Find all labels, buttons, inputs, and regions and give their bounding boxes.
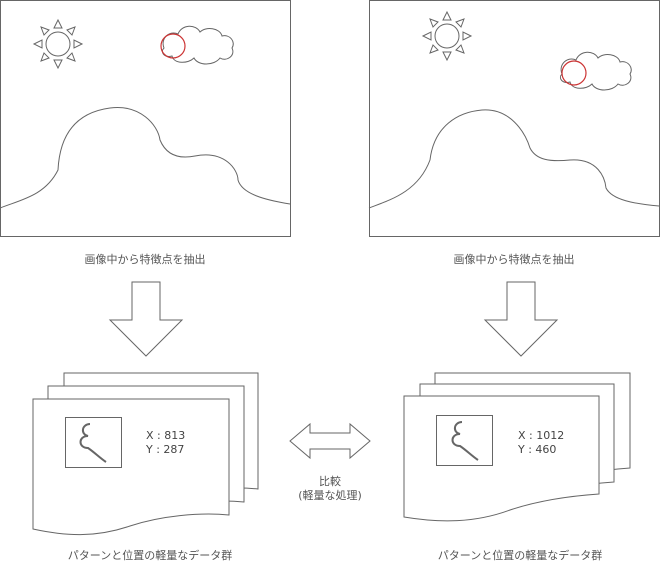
right-image-panel [368,0,660,237]
right-image-frame [369,0,660,237]
right-coord-x: X : 1012 [518,429,565,442]
left-coord-y: Y : 287 [146,443,185,456]
right-data-caption: パターンと位置の軽量なデータ群 [437,549,603,562]
data-sheet [403,395,600,522]
compare-sublabel: (軽量な処理) [298,489,362,502]
arrow-down-icon [109,281,183,357]
hill-outline [368,109,660,209]
compare-arrow-icon [289,422,371,460]
feature-pattern-box [65,417,122,468]
feature-point-highlight [561,60,587,86]
left-image-frame [0,0,291,237]
left-image-panel [0,0,291,237]
arrow-down-icon [484,281,558,357]
left-data-stack [32,372,259,536]
left-coord-x: X : 813 [146,429,186,442]
right-data-stack [403,372,631,522]
data-sheet [32,398,230,536]
feature-point-highlight [160,33,186,59]
compare-label: 比較 [319,475,341,488]
left-extract-caption: 画像中から特徴点を抽出 [84,253,206,266]
right-extract-caption: 画像中から特徴点を抽出 [453,253,575,266]
left-data-caption: パターンと位置の軽量なデータ群 [67,549,233,562]
feature-pattern-box [436,415,493,466]
hill-outline [0,107,291,209]
right-coord-y: Y : 460 [518,443,557,456]
